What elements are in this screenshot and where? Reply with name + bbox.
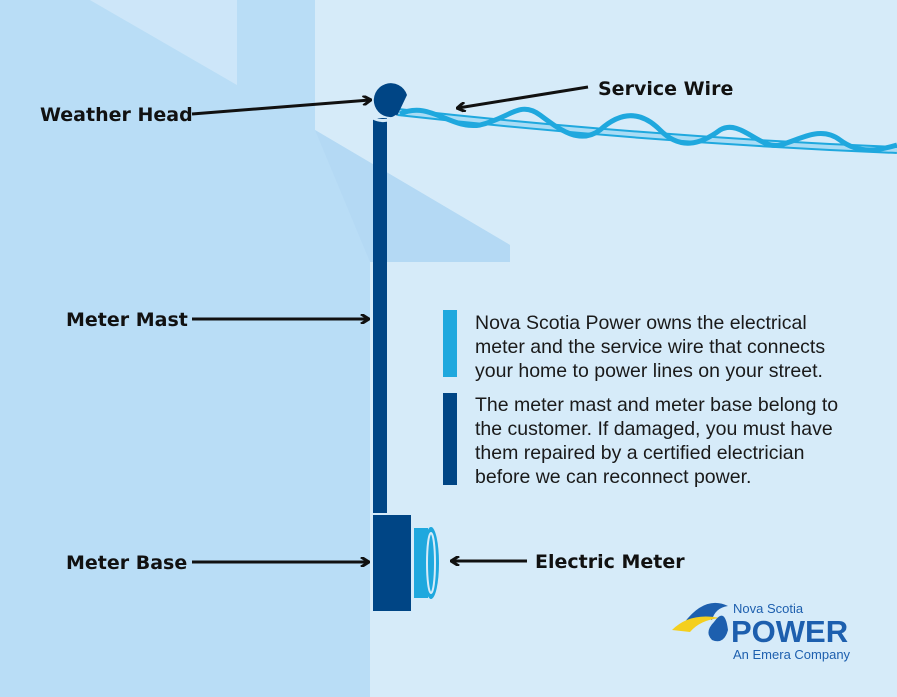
label-meter-base: Meter Base — [66, 552, 187, 574]
weather-head — [373, 83, 407, 118]
meter-base — [373, 515, 411, 611]
nova-scotia-power-logo: Nova Scotia POWER An Emera Company — [672, 601, 851, 662]
weather-head-arrow — [191, 100, 370, 116]
service-wire-arrow — [458, 85, 589, 108]
note-bar-npower — [443, 310, 457, 377]
label-meter-mast: Meter Mast — [66, 309, 188, 331]
note-bar-customer — [443, 393, 457, 485]
label-weather-head: Weather Head — [40, 104, 193, 126]
note-npower: Nova Scotia Power owns the electrical me… — [475, 312, 831, 382]
note-customer: The meter mast and meter base belong to … — [475, 394, 844, 488]
svg-text:POWER: POWER — [731, 614, 848, 649]
label-electric-meter: Electric Meter — [535, 551, 685, 573]
electric-meter-glass — [423, 527, 439, 599]
svg-text:Nova Scotia: Nova Scotia — [733, 601, 804, 616]
house-roof — [315, 130, 510, 262]
meter-mast — [373, 118, 387, 513]
service-wire — [397, 106, 897, 154]
svg-text:An Emera Company: An Emera Company — [733, 647, 851, 662]
label-service-wire: Service Wire — [598, 78, 733, 100]
